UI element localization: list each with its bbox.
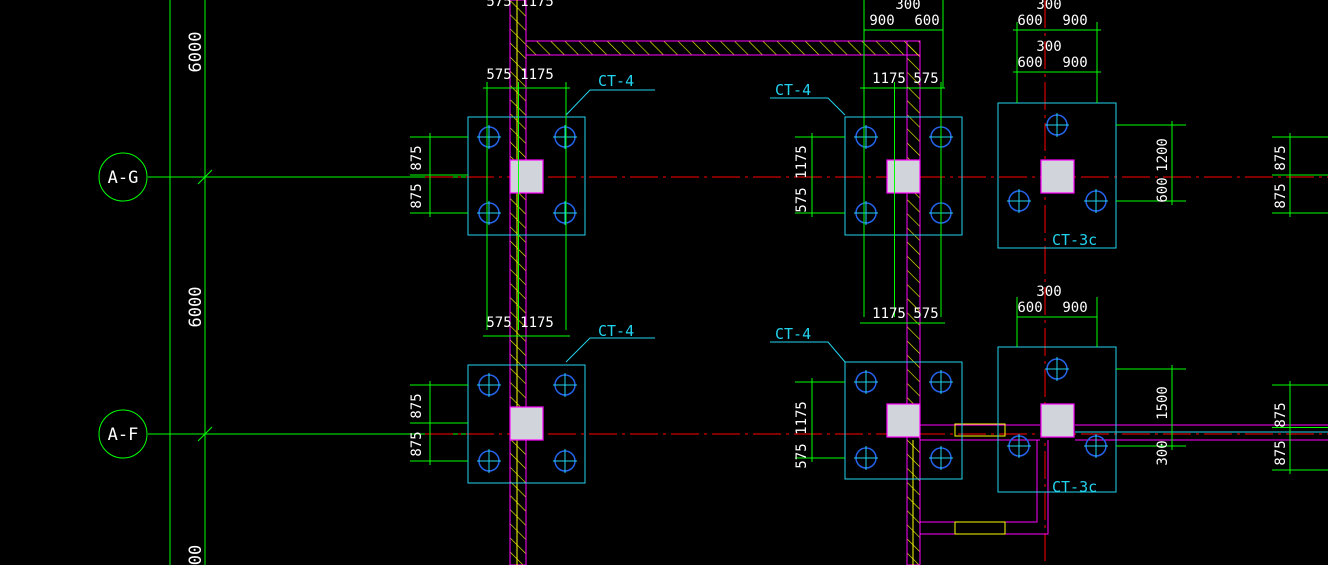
- axis-spacing-upper: 6000: [186, 32, 206, 73]
- dim-bm-575-v: 575: [794, 443, 810, 468]
- opening-lower: [954, 521, 1006, 535]
- cap-labels: [565, 89, 846, 363]
- cap-label-tm[interactable]: CT-4: [775, 81, 811, 99]
- dim-br-1500: 1500: [1155, 386, 1171, 420]
- pile-cap-bm[interactable]: [844, 361, 963, 480]
- leader-ct4-bl: [565, 337, 655, 363]
- dim-bm-575: 575: [913, 306, 938, 322]
- dim-fr-g-875-a: 875: [1273, 145, 1289, 170]
- pile-cap-tm[interactable]: [844, 116, 963, 236]
- dim-tm-top-600: 600: [914, 13, 939, 29]
- cap-outline-br: [997, 346, 1117, 493]
- dim-tm-575-v: 575: [794, 187, 810, 212]
- cap-outline-bm: [844, 361, 963, 480]
- dim-tl-875-b: 875: [409, 183, 425, 208]
- dim-tr-600-v: 600: [1155, 177, 1171, 202]
- dim-fr-f-875-b: 875: [1273, 440, 1289, 465]
- dim-br-300-v: 300: [1155, 440, 1171, 465]
- beam-lower-inner: [920, 440, 1049, 535]
- column-tr: [1040, 159, 1075, 194]
- cap-label-bl[interactable]: CT-4: [598, 322, 634, 340]
- dim-fr-g-875-b: 875: [1273, 183, 1289, 208]
- axis-spacing-bottom: 00: [186, 545, 206, 565]
- cap-outline-tl: [467, 116, 586, 236]
- cap-label-tr[interactable]: CT-3c: [1052, 231, 1097, 249]
- dim-tr-1200: 1200: [1155, 138, 1171, 172]
- column-br: [1040, 403, 1075, 438]
- axis-bubble-a-g: [98, 152, 148, 202]
- dim-bl-575: 575: [486, 315, 511, 331]
- column-tm: [886, 159, 921, 194]
- wall-top: [525, 40, 921, 56]
- dim-bl-1175: 1175: [520, 315, 554, 331]
- dim-tr-900-b: 900: [1062, 55, 1087, 71]
- dim-tr-600-b: 600: [1017, 55, 1042, 71]
- dim-fr-f-875-a: 875: [1273, 402, 1289, 427]
- dim-tm-1175: 1175: [872, 71, 906, 87]
- dim-bl-875-a: 875: [409, 393, 425, 418]
- dim-bm-1175-v: 1175: [794, 401, 810, 435]
- pile-caps: [467, 102, 1117, 493]
- dim-top-1175-cut: 1175: [520, 0, 554, 10]
- dim-br-600: 600: [1017, 300, 1042, 316]
- leader-ct4-tl: [565, 89, 655, 116]
- dim-tr-300-b: 300: [1036, 39, 1061, 55]
- cap-outline-tr: [997, 102, 1117, 249]
- axis-label-a-g: A-G: [108, 168, 139, 188]
- center-lines: [425, 0, 1328, 565]
- cap-label-br[interactable]: CT-3c: [1052, 478, 1097, 496]
- dim-bl-875-b: 875: [409, 431, 425, 456]
- leader-ct4-bm: [770, 341, 846, 363]
- cap-outline-tm: [844, 116, 963, 236]
- dim-bm-1175: 1175: [872, 306, 906, 322]
- dim-tm-1175-v: 1175: [794, 145, 810, 179]
- leader-ct4-tm: [770, 97, 846, 116]
- tick-a-f: [197, 426, 213, 442]
- dim-tl-575: 575: [486, 67, 511, 83]
- pile-cap-bl[interactable]: [467, 364, 586, 484]
- dim-tm-top-300: 300: [895, 0, 920, 13]
- axis-label-a-f: A-F: [108, 425, 139, 445]
- axis-bubble-a-f: [98, 409, 148, 459]
- pile-cap-tr[interactable]: [997, 102, 1117, 249]
- dim-tl-1175: 1175: [520, 67, 554, 83]
- dim-br-300: 300: [1036, 284, 1061, 300]
- column-bm: [886, 403, 921, 438]
- column-tl: [509, 159, 544, 194]
- pile-cap-tl[interactable]: [467, 116, 586, 236]
- tick-a-g: [197, 169, 213, 185]
- opening-a-f: [954, 423, 1006, 437]
- cap-outline-bl: [467, 364, 586, 484]
- dimension-texts: 575 1175 575 1175 875 875 1175 575 1175 …: [409, 0, 1289, 469]
- cap-label-bm[interactable]: CT-4: [775, 325, 811, 343]
- axis-spacing-lower: 6000: [186, 287, 206, 328]
- dim-tr-top-900-a: 900: [1062, 13, 1087, 29]
- dim-tr-top-600-a: 600: [1017, 13, 1042, 29]
- dim-top-575-cut: 575: [486, 0, 511, 10]
- cap-label-tl[interactable]: CT-4: [598, 72, 634, 90]
- pile-cap-br[interactable]: [997, 346, 1117, 493]
- axis-grid: [98, 0, 470, 565]
- dim-tm-top-900: 900: [869, 13, 894, 29]
- dim-tm-575: 575: [913, 71, 938, 87]
- dim-tr-top-300-a: 300: [1036, 0, 1061, 13]
- dimension-lines: [410, 0, 1328, 474]
- column-bl: [509, 406, 544, 441]
- dim-tl-875-a: 875: [409, 145, 425, 170]
- dim-br-900: 900: [1062, 300, 1087, 316]
